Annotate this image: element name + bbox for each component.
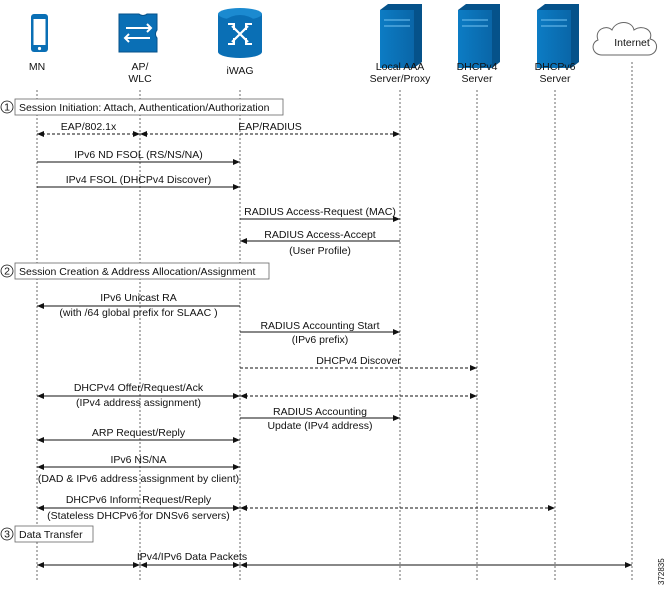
- message-label: (IPv4 address assignment): [76, 397, 201, 409]
- phase-number: 3: [4, 529, 10, 541]
- message-4: IPv4 FSOL (DHCPv4 Discover): [37, 174, 240, 190]
- phase-2: 2 Session Creation & Address Allocation/A…: [0, 262, 270, 280]
- phase-number: 2: [4, 266, 10, 278]
- message-12: ARP Request/Reply: [37, 427, 240, 443]
- wireless-controller-icon: [118, 13, 158, 53]
- message-label: (DAD & IPv6 address assignment by client…: [38, 473, 239, 485]
- phase-box: [14, 98, 284, 116]
- cloud-icon: [592, 22, 657, 56]
- entity-label-ap: WLC: [128, 73, 152, 85]
- entity-label-mn: MN: [29, 61, 45, 73]
- entity-label-dhcp6: DHCPv6: [535, 61, 576, 73]
- entity-label-internet: Internet: [614, 37, 650, 49]
- phase-title: Data Transfer: [19, 529, 83, 541]
- message-label: IPv4 FSOL (DHCPv4 Discover): [66, 174, 211, 186]
- message-label: EAP/RADIUS: [238, 121, 302, 133]
- entity-label-aaa: Server/Proxy: [370, 73, 431, 85]
- message-3: IPv6 ND FSOL (RS/NS/NA): [37, 149, 240, 165]
- message-8: RADIUS Accounting Start (IPv6 prefix): [240, 320, 400, 346]
- message-label: Update (IPv4 address): [267, 420, 372, 432]
- phase-1: 1 Session Initiation: Attach, Authenticat…: [0, 98, 284, 116]
- message-1: EAP/802.1x: [37, 121, 140, 137]
- message-13: IPv6 NS/NA (DAD & IPv6 address assignment…: [37, 454, 240, 485]
- message-label: IPv6 Unicast RA: [100, 292, 176, 304]
- router-icon: [218, 8, 262, 58]
- message-label: IPv6 NS/NA: [110, 454, 166, 466]
- message-label: DHCPv4 Discover: [316, 355, 401, 367]
- server-icon: [380, 4, 422, 68]
- message-label: (with /64 global prefix for SLAAC ): [59, 307, 217, 319]
- message-label: DHCPv4 Offer/Request/Ack: [74, 382, 204, 394]
- message-10: DHCPv4 Offer/Request/Ack (IPv4 address as…: [37, 382, 477, 409]
- message-label: (Stateless DHCPv6 for DNSv6 servers): [47, 510, 230, 522]
- entity-label-aaa: Local AAA: [376, 61, 424, 73]
- message-label: DHCPv6 Inform Request/Reply: [66, 494, 212, 506]
- message-label: RADIUS Accounting Start: [260, 320, 379, 332]
- entity-label-dhcp6: Server: [540, 73, 571, 85]
- phase-box: [14, 262, 270, 280]
- phase-number-badge: [0, 527, 14, 541]
- message-label: IPv6 ND FSOL (RS/NS/NA): [74, 149, 203, 161]
- entity-label-ap: AP/: [132, 61, 149, 73]
- phase-title: Session Creation & Address Allocation/As…: [19, 266, 255, 278]
- message-5: RADIUS Access-Request (MAC): [240, 206, 400, 222]
- message-label: RADIUS Access-Accept: [264, 229, 376, 241]
- entity-label-dhcp4: Server: [462, 73, 493, 85]
- server-icon: [458, 4, 500, 68]
- message-14: DHCPv6 Inform Request/Reply (Stateless DH…: [37, 494, 555, 522]
- message-label: RADIUS Access-Request (MAC): [244, 206, 396, 218]
- message-7: IPv6 Unicast RA (with /64 global prefix f…: [37, 292, 240, 319]
- message-2: EAP/RADIUS: [140, 121, 400, 137]
- message-6: RADIUS Access-Accept (User Profile): [240, 229, 400, 257]
- entity-label-iwag: iWAG: [226, 65, 253, 77]
- message-9: DHCPv4 Discover: [240, 355, 477, 371]
- phase-box: [14, 525, 94, 543]
- message-label: (User Profile): [289, 245, 351, 257]
- message-15: IPv4/IPv6 Data Packets: [37, 551, 632, 568]
- messages: EAP/802.1x EAP/RADIUS IPv6 ND FSOL (RS/NS/…: [37, 121, 632, 568]
- figure-id: 372835: [657, 558, 666, 585]
- phase-title: Session Initiation: Attach, Authenticati…: [19, 102, 270, 114]
- lifelines: [36, 62, 633, 580]
- phase-headers: 1 Session Initiation: Attach, Authenticat…: [0, 98, 284, 543]
- entity-label-dhcp4: DHCPv4: [457, 61, 498, 73]
- message-label: IPv4/IPv6 Data Packets: [137, 551, 247, 563]
- message-label: ARP Request/Reply: [92, 427, 186, 439]
- phase-number-badge: [0, 100, 14, 114]
- phase-3: 3 Data Transfer: [0, 525, 94, 543]
- phase-number: 1: [4, 102, 10, 114]
- mobile-phone-icon: [31, 14, 48, 52]
- server-icon: [537, 4, 579, 68]
- message-label: RADIUS Accounting: [273, 406, 367, 418]
- message-label: (IPv6 prefix): [292, 334, 349, 346]
- message-label: EAP/802.1x: [61, 121, 117, 133]
- phase-number-badge: [0, 264, 14, 278]
